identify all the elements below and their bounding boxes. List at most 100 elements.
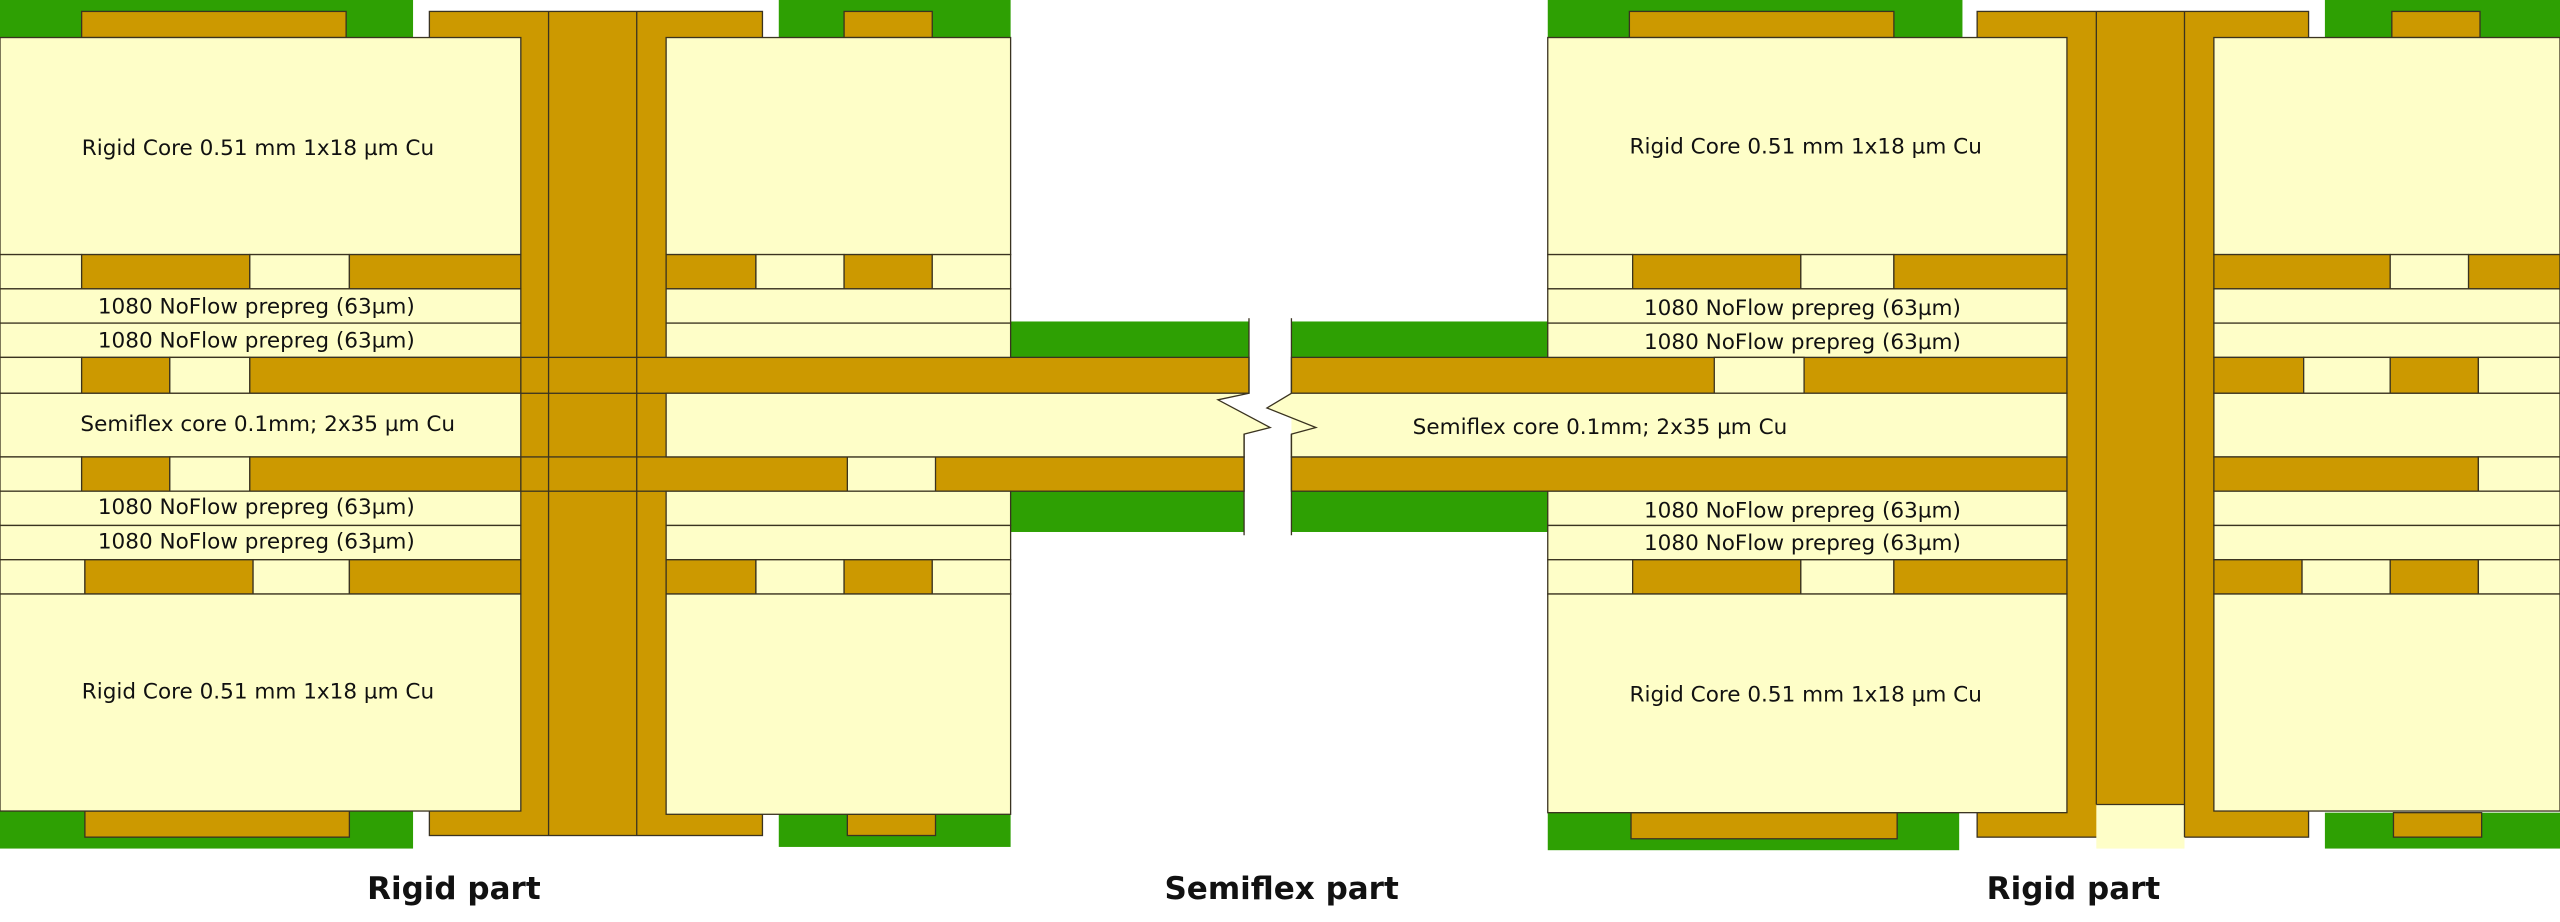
right-prepreg-1b	[2213, 288, 2560, 324]
right-inner2-trace-2	[2389, 356, 2480, 394]
right-prepreg-4b	[2213, 524, 2560, 561]
right-inner4-trace-2	[2213, 559, 2303, 595]
right-inner3-trace-2	[2213, 456, 2480, 492]
right-prepreg-3	[1547, 490, 2068, 527]
left-bottom-pad-2	[846, 813, 937, 837]
right-inner1-gap	[1800, 253, 1895, 290]
right-top-pad-2	[2391, 10, 2481, 39]
left-prepreg-1	[0, 288, 522, 324]
left-inner1-gap	[0, 253, 83, 290]
right-inner1-trace-2	[2467, 253, 2560, 290]
left-top-core-label: Rigid Core 0.51 mm 1x18 µm Cu	[82, 136, 434, 161]
right-inner2-gap	[1713, 356, 1805, 394]
semiflex-core-left-segment	[665, 392, 1273, 458]
left-inner2-gap	[0, 356, 83, 394]
right-prepreg-4-label: 1080 NoFlow prepreg (63µm)	[1644, 531, 1961, 556]
right-inner4-gap	[1800, 559, 1895, 595]
left-prepreg-4-label: 1080 NoFlow prepreg (63µm)	[98, 529, 415, 554]
right-via-hole-end	[2096, 804, 2185, 849]
left-inner1-gap-2	[931, 253, 1012, 290]
semiflex-left-top-solder-mask	[1010, 321, 1249, 358]
right-prepreg-2b	[2213, 322, 2560, 359]
left-inner3-trace	[249, 456, 522, 492]
semiflex-right-bottom-solder-mask	[1291, 491, 1548, 532]
semiflex-right-top-solder-mask	[1291, 321, 1548, 358]
left-prepreg-4	[0, 524, 522, 561]
left-prepreg-1-label: 1080 NoFlow prepreg (63µm)	[98, 294, 415, 319]
left-bottom-rigid-core-2	[665, 593, 1012, 815]
right-inner1-gap	[1547, 253, 1634, 290]
left-prepreg-2b	[665, 322, 1012, 359]
right-inner-copper-2	[1290, 356, 2068, 394]
left-inner4-gap	[252, 559, 351, 595]
right-inner2-gap-2	[2477, 356, 2560, 394]
left-prepreg-4b	[665, 524, 1012, 561]
right-top-rigid-core-2	[2213, 36, 2560, 256]
right-bottom-pad-2	[2392, 812, 2483, 838]
left-inner2-trace	[249, 356, 522, 394]
left-inner2-gap	[169, 356, 251, 394]
left-inner-copper-2	[520, 356, 1250, 394]
right-prepreg-2-label: 1080 NoFlow prepreg (63µm)	[1644, 330, 1961, 355]
left-inner1-trace-2	[843, 253, 933, 290]
right-inner4-trace-2	[2389, 559, 2480, 595]
right-top-core-label: Rigid Core 0.51 mm 1x18 µm Cu	[1630, 134, 1982, 159]
right-bottom-rigid-core-2	[2213, 593, 2560, 812]
stackup-shapes	[0, 0, 2560, 851]
left-inner1-gap-2	[755, 253, 845, 290]
right-bottom-pad	[1630, 812, 1898, 840]
right-top-rigid-core	[1547, 36, 2068, 256]
right-bottom-rigid-core	[1547, 593, 2068, 814]
right-inner4-trace	[1632, 559, 1802, 595]
left-prepreg-2	[0, 322, 522, 359]
left-inner2-trace	[80, 356, 171, 394]
right-semiflex-core-2	[2213, 392, 2560, 458]
left-inner1-trace	[348, 253, 522, 290]
left-inner1-trace	[80, 253, 251, 290]
semiflex-left-bottom-solder-mask	[1010, 491, 1245, 532]
section-label-left-rigid: Rigid part	[367, 871, 541, 907]
left-bottom-pad	[84, 810, 351, 838]
right-inner-copper-3	[1290, 456, 2068, 492]
left-top-pad	[80, 10, 347, 39]
right-prepreg-3b	[2213, 490, 2560, 527]
right-bottom-core-label: Rigid Core 0.51 mm 1x18 µm Cu	[1630, 683, 1982, 708]
left-inner4-gap-2	[931, 559, 1012, 595]
right-inner4-trace	[1893, 559, 2068, 595]
right-top-pad	[1628, 10, 1895, 39]
left-top-pad-2	[843, 10, 933, 39]
left-prepreg-3	[0, 490, 522, 527]
left-inner1-gap	[249, 253, 351, 290]
left-inner4-trace-2	[665, 559, 757, 595]
left-inner4-gap-2	[755, 559, 845, 595]
right-prepreg-3-label: 1080 NoFlow prepreg (63µm)	[1644, 498, 1961, 523]
left-bottom-rigid-core	[0, 593, 522, 812]
left-inner4-trace	[348, 559, 522, 595]
left-inner3-trace	[80, 456, 171, 492]
left-prepreg-3b	[665, 490, 1012, 527]
section-label-semiflex: Semiflex part	[1164, 871, 1399, 907]
left-inner4-trace	[84, 559, 254, 595]
left-semiflex-core	[0, 392, 522, 458]
right-inner4-gap-2	[2301, 559, 2391, 595]
right-prepreg-1	[1547, 288, 2068, 324]
right-prepreg-1-label: 1080 NoFlow prepreg (63µm)	[1644, 296, 1961, 321]
right-inner2-trace-2	[2213, 356, 2305, 394]
left-inner1-trace-2	[665, 253, 757, 290]
right-inner1-trace	[1632, 253, 1802, 290]
left-inner3-gap	[0, 456, 83, 492]
right-prepreg-2	[1547, 322, 2068, 359]
section-label-right-rigid: Rigid part	[1987, 871, 2161, 907]
left-inner4-trace-2	[843, 559, 933, 595]
left-inner3-gap-2	[846, 456, 937, 492]
left-inner3-gap	[169, 456, 251, 492]
left-prepreg-1b	[665, 288, 1012, 324]
right-semiflex-core-label: Semiflex core 0.1mm; 2x35 µm Cu	[1413, 415, 1788, 440]
right-inner3-gap-2	[2477, 456, 2560, 492]
right-inner2-gap-2	[2303, 356, 2391, 394]
left-semiflex-core-label: Semiflex core 0.1mm; 2x35 µm Cu	[80, 412, 455, 437]
right-inner1-trace-2	[2213, 253, 2391, 290]
right-inner1-gap-2	[2389, 253, 2470, 290]
left-prepreg-2-label: 1080 NoFlow prepreg (63µm)	[98, 329, 415, 354]
